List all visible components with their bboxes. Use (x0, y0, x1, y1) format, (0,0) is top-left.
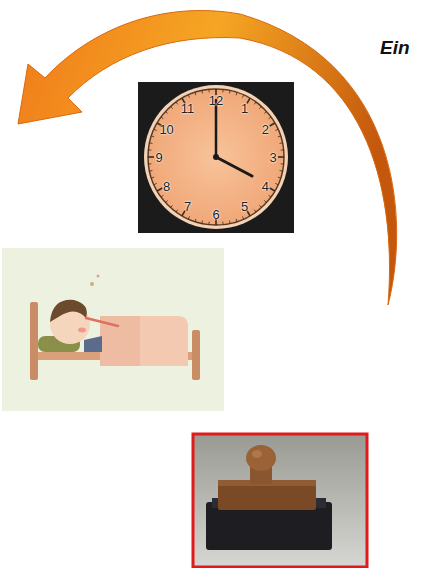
clock-tick (275, 183, 278, 184)
clock-numeral: 3 (269, 151, 276, 164)
clock-tick (278, 156, 284, 158)
clock-numeral: 10 (159, 122, 173, 135)
clock-tick (170, 106, 172, 108)
clock-tick (259, 205, 261, 207)
clock-tick (148, 156, 154, 158)
clock-tick (280, 170, 283, 172)
clock-tick (269, 195, 271, 197)
clock-tick (270, 123, 275, 126)
clock-tick (154, 129, 157, 130)
clock-tick (254, 102, 256, 104)
clock-tick (236, 92, 238, 95)
clock-numeral: 7 (184, 200, 191, 213)
clock-tick (161, 117, 163, 119)
clock-tick (165, 200, 167, 202)
clock-tick (269, 117, 271, 119)
clock-tick (275, 129, 278, 130)
clock-numeral: 6 (212, 208, 219, 221)
clock-tick (176, 102, 178, 104)
clock-numeral: 4 (262, 179, 269, 192)
clock-picture (138, 82, 294, 233)
clock-tick (194, 92, 196, 95)
clock-tick (208, 89, 209, 92)
stamp-photo (193, 434, 367, 567)
clock-tick (161, 195, 163, 197)
clock-tick (165, 111, 167, 113)
clock-tick (264, 111, 266, 113)
clock-tick (194, 219, 196, 222)
clock-numeral: 2 (262, 122, 269, 135)
clock-tick (176, 210, 178, 212)
clock-tick (242, 216, 243, 219)
clock-tick (188, 95, 189, 98)
clock-tick (149, 170, 152, 172)
clock-tick (154, 183, 157, 184)
clock-numeral: 8 (163, 179, 170, 192)
clock-numeral: 12 (209, 94, 223, 107)
clock-tick (281, 149, 284, 150)
sleeping-person-picture (2, 248, 224, 411)
clock-tick (201, 90, 203, 93)
clock-tick (278, 135, 281, 137)
clock-tick (208, 222, 209, 225)
clock-tick (149, 142, 152, 144)
clock-numeral: 5 (241, 200, 248, 213)
clock-tick (188, 216, 189, 219)
clock-tick (148, 163, 151, 164)
clock-tick (254, 210, 256, 212)
clock-tick (170, 205, 172, 207)
clock-tick (229, 221, 231, 224)
clock-tick (281, 163, 284, 164)
clock-tick (157, 188, 162, 191)
clock-tick (270, 188, 275, 191)
clock-numeral: 9 (155, 151, 162, 164)
clock-tick (242, 95, 243, 98)
clock-tick (236, 219, 238, 222)
clock-tick (148, 149, 151, 150)
clock-tick (222, 222, 223, 225)
heading-text: Ein (380, 38, 410, 57)
clock-tick (201, 221, 203, 224)
clock-tick (264, 200, 266, 202)
clock-tick (259, 106, 261, 108)
clock-tick (151, 177, 154, 179)
clock-tick (229, 90, 231, 93)
clock-tick (151, 135, 154, 137)
clock-tick (278, 177, 281, 179)
clock-tick (280, 142, 283, 144)
clock-numeral: 11 (181, 101, 195, 114)
clock-numeral: 1 (241, 101, 248, 114)
clock-tick (222, 89, 223, 92)
